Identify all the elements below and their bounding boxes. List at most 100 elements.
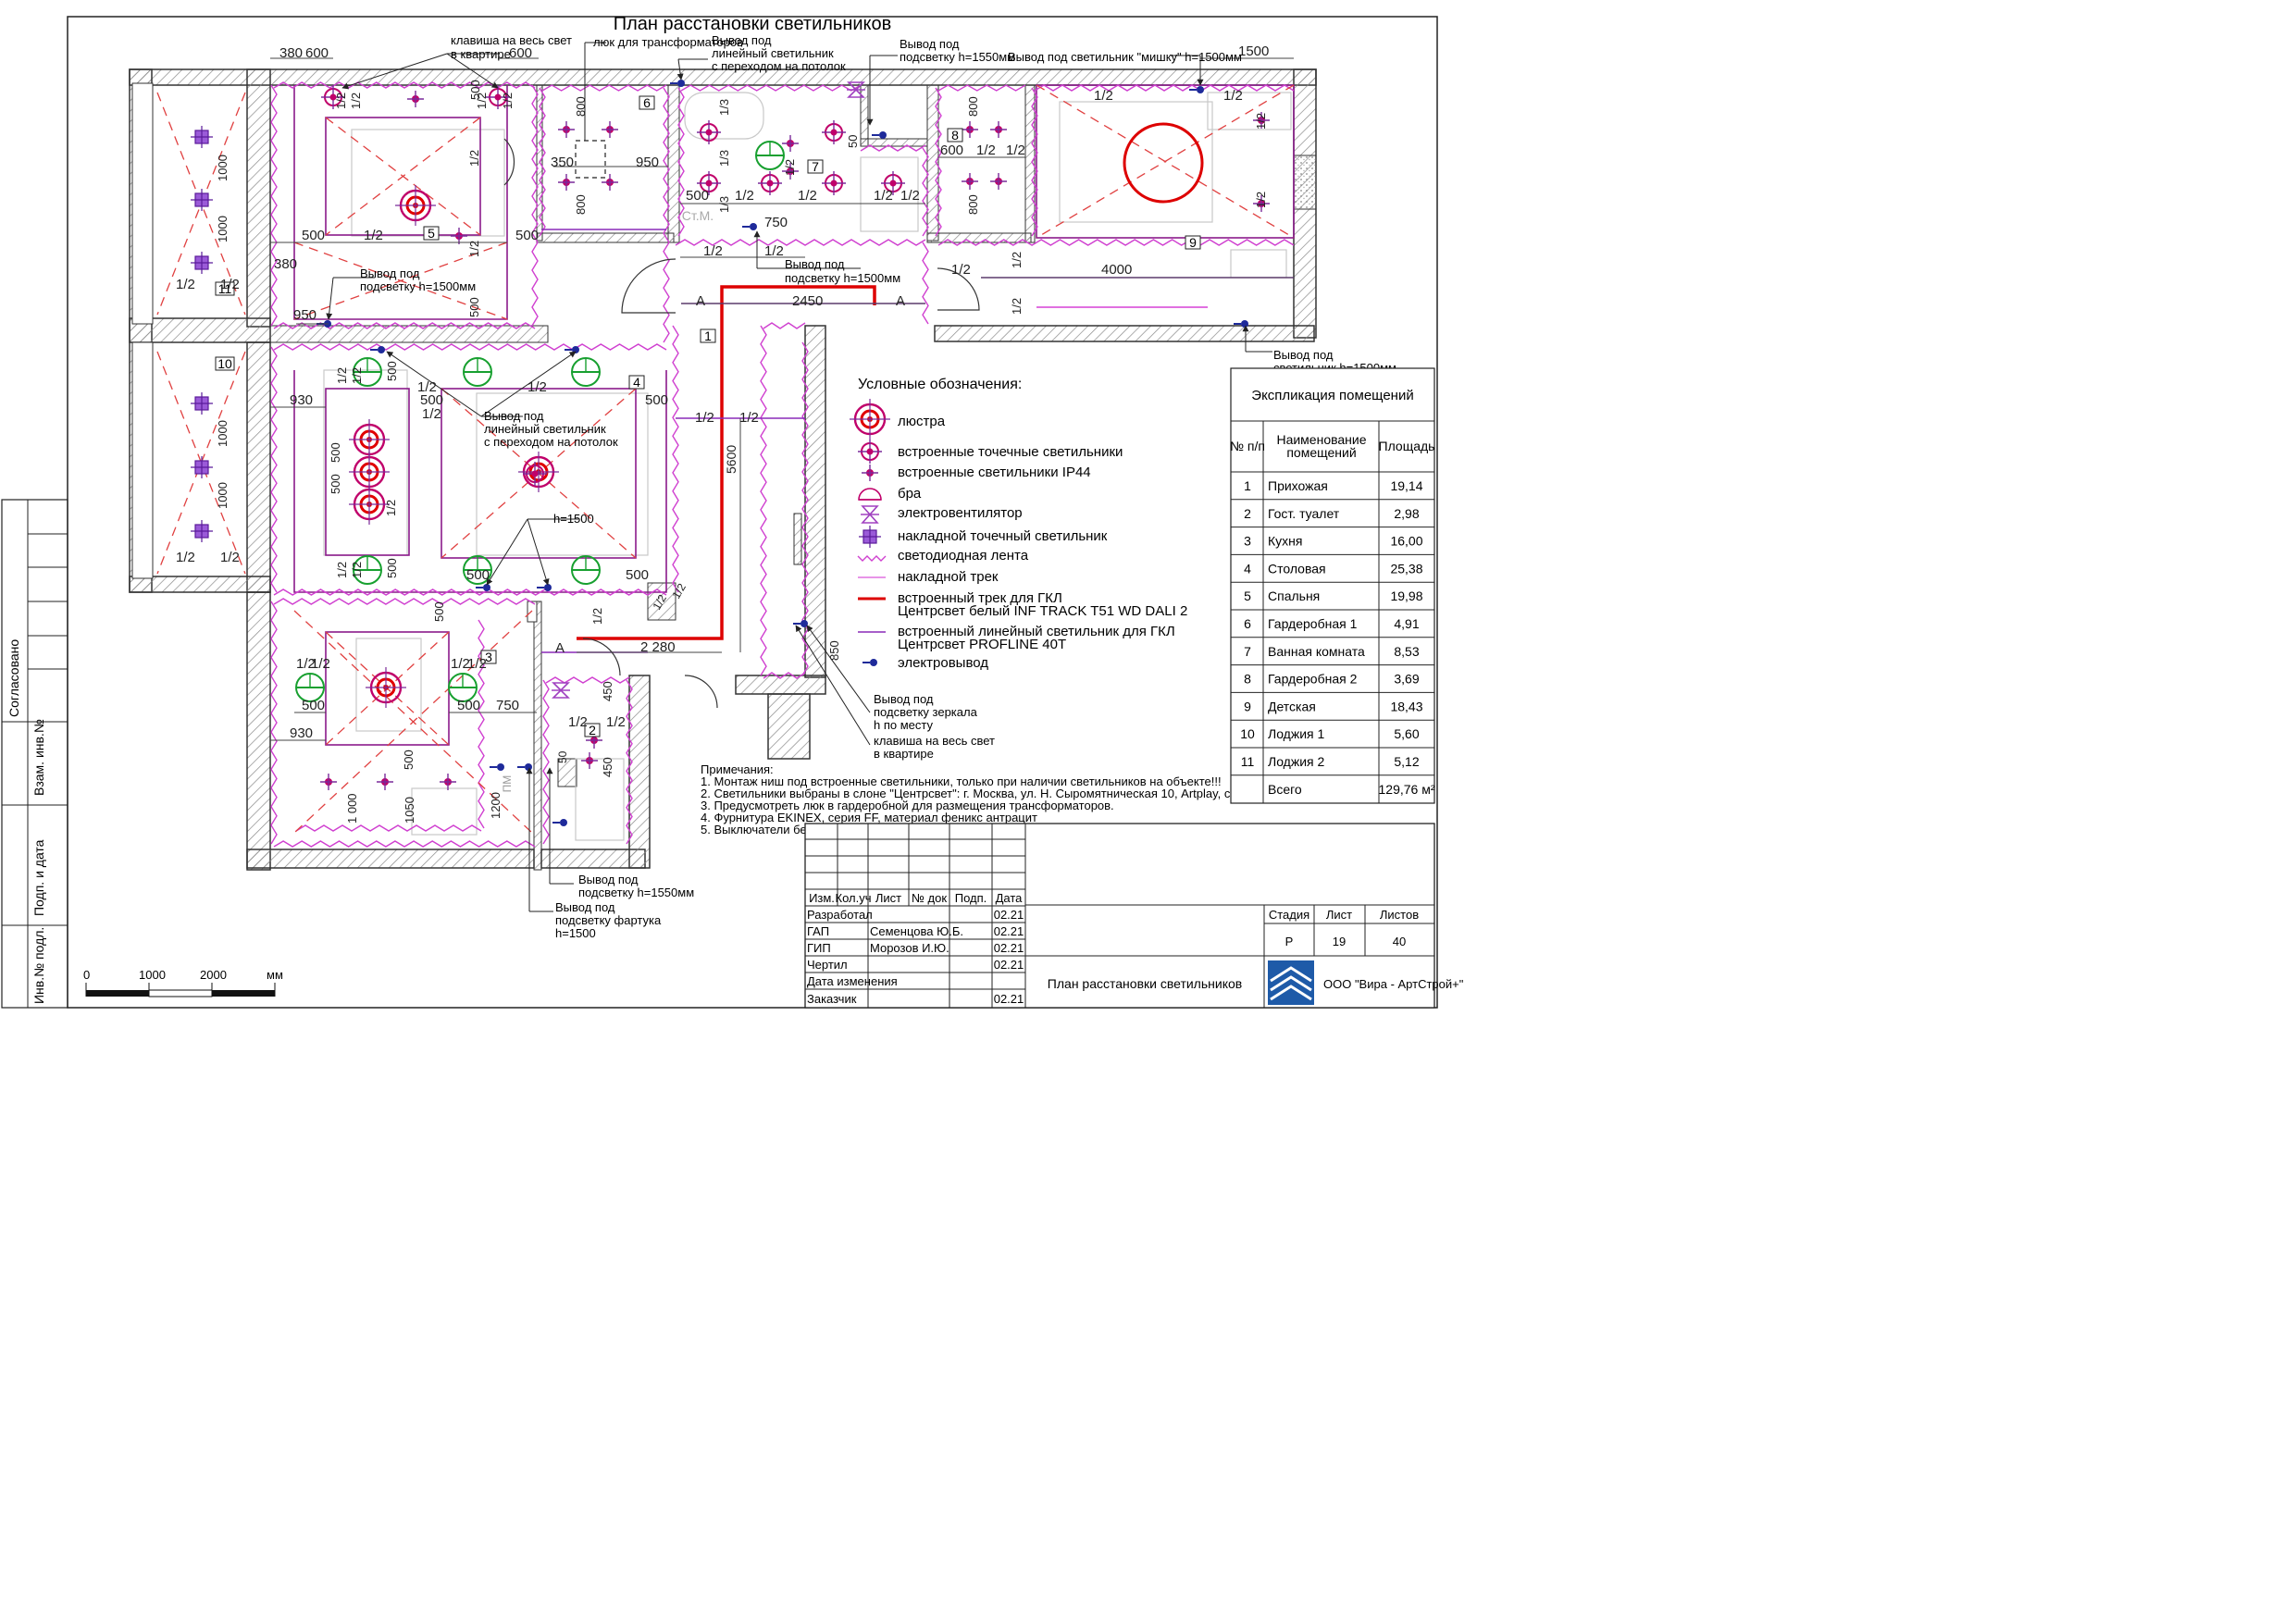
svg-text:1/2: 1/2 [874, 188, 893, 204]
svg-text:750: 750 [496, 698, 519, 713]
svg-text:Площадь: Площадь [1379, 439, 1435, 453]
svg-text:2450: 2450 [792, 293, 823, 309]
led-strip-segment [672, 325, 679, 593]
explication-cell: 6 [1244, 616, 1251, 631]
led-strip-segment [680, 84, 862, 92]
svg-text:02.21: 02.21 [994, 992, 1024, 1006]
svg-text:Дата изменения: Дата изменения [807, 974, 898, 988]
led-strip-segment [273, 840, 536, 848]
svg-text:мм: мм [267, 968, 283, 982]
svg-text:h=1500: h=1500 [553, 512, 594, 526]
recessed-ip44-icon [861, 464, 879, 482]
svg-text:02.21: 02.21 [994, 941, 1024, 955]
svg-text:ГАП: ГАП [807, 924, 829, 938]
led-strip-segment [478, 619, 485, 829]
doors [503, 138, 980, 709]
svg-text:Вывод под: Вывод под [900, 37, 960, 51]
led-strip-segment [626, 679, 633, 845]
svg-text:500: 500 [329, 474, 342, 494]
scale-bar: 0 1000 2000 мм [83, 968, 283, 997]
svg-text:1000: 1000 [216, 482, 230, 509]
led-strip-segment [273, 343, 667, 351]
explication-cell: Прихожая [1268, 478, 1328, 493]
svg-text:Разработал: Разработал [807, 908, 873, 922]
svg-text:1000: 1000 [216, 216, 230, 242]
svg-text:ООО "Вира - АртСтрой+": ООО "Вира - АртСтрой+" [1323, 977, 1464, 991]
ceiling-contours [293, 84, 1295, 746]
svg-text:500: 500 [402, 750, 416, 770]
svg-text:930: 930 [290, 725, 313, 741]
svg-text:500: 500 [468, 80, 482, 100]
svg-text:1/2: 1/2 [220, 277, 240, 292]
svg-text:9: 9 [1189, 235, 1197, 250]
svg-text:Наименование: Наименование [1276, 432, 1366, 447]
dimension-lines [270, 57, 1294, 741]
svg-text:Кол.уч: Кол.уч [836, 891, 872, 905]
explication-cell: Ванная комната [1268, 644, 1365, 659]
explication-cell: 3 [1244, 534, 1251, 549]
svg-text:1/2: 1/2 [527, 379, 547, 395]
svg-text:1/3: 1/3 [717, 99, 731, 116]
svg-text:500: 500 [432, 601, 446, 622]
svg-text:800: 800 [574, 194, 588, 215]
svg-text:1/2: 1/2 [976, 142, 996, 158]
legend-title: Условные обозначения: [858, 377, 1022, 392]
explication-cell: 8 [1244, 672, 1251, 687]
led-strip-segment [675, 239, 926, 246]
svg-text:Дата: Дата [996, 891, 1024, 905]
svg-text:1/2: 1/2 [606, 714, 626, 730]
svg-text:1/3: 1/3 [717, 150, 731, 167]
svg-text:Инв.№ подл.: Инв.№ подл. [31, 927, 46, 1004]
explication-total-label: Всего [1268, 782, 1302, 797]
svg-text:500: 500 [626, 567, 649, 583]
title-block: Изм. Кол.уч Лист № док Подп. Дата Разраб… [804, 823, 1464, 1009]
svg-text:линейный светильник: линейный светильник [484, 422, 606, 436]
led-strip-segment [273, 588, 667, 596]
svg-text:люк для трансформаторов: люк для трансформаторов [593, 35, 743, 49]
svg-text:Чертил: Чертил [807, 958, 848, 972]
led-strip-segment [1034, 84, 1295, 92]
svg-text:Семенцова Ю.Б.: Семенцова Ю.Б. [870, 924, 963, 938]
svg-text:1/2: 1/2 [1254, 192, 1268, 208]
svg-text:подсветку зеркала: подсветку зеркала [874, 705, 978, 719]
svg-text:1 000: 1 000 [345, 793, 359, 824]
svg-text:7: 7 [812, 159, 819, 174]
svg-text:1/2: 1/2 [350, 367, 364, 384]
svg-text:1/2: 1/2 [798, 188, 817, 204]
explication-cell: 5,60 [1394, 726, 1419, 741]
svg-text:1/2: 1/2 [1010, 298, 1024, 315]
svg-text:1/2: 1/2 [176, 277, 195, 292]
svg-text:500: 500 [420, 392, 443, 408]
svg-text:в квартире: в квартире [451, 47, 511, 61]
svg-text:1/2: 1/2 [350, 562, 364, 578]
led-strip-segment [922, 242, 929, 325]
svg-text:ПМ: ПМ [501, 775, 514, 793]
explication-total-value: 129,76 м² [1379, 782, 1435, 797]
led-strip-segment [541, 84, 667, 92]
svg-text:А: А [696, 293, 705, 309]
svg-text:380: 380 [274, 256, 297, 272]
walls [129, 68, 1317, 871]
wc-fan [552, 682, 570, 699]
svg-text:500: 500 [686, 188, 709, 204]
svg-text:19: 19 [1333, 935, 1346, 948]
svg-text:1500: 1500 [1238, 43, 1269, 59]
svg-text:1/2: 1/2 [467, 241, 481, 257]
explication-cell: 4,91 [1394, 616, 1419, 631]
svg-text:1/3: 1/3 [717, 196, 731, 213]
explication-cell: 16,00 [1390, 534, 1422, 549]
svg-text:1/2: 1/2 [1010, 252, 1024, 268]
svg-text:02.21: 02.21 [994, 958, 1024, 972]
svg-text:с переходом на потолок: с переходом на потолок [484, 435, 618, 449]
svg-text:450: 450 [601, 757, 614, 777]
side-stamp: Согласовано Взам. инв.№ Подп. и дата Инв… [1, 499, 68, 1009]
room-tags: 5 6 7 8 9 10 11 1 4 3 2 Ст.М. ПМ [215, 95, 1201, 793]
svg-text:1/2: 1/2 [475, 93, 489, 109]
svg-text:1/2: 1/2 [296, 656, 316, 672]
svg-text:Подп. и дата: Подп. и дата [31, 839, 46, 916]
led-strip-segment [760, 325, 767, 676]
svg-text:1/2: 1/2 [335, 562, 349, 578]
svg-text:бра: бра [898, 486, 922, 502]
led-strip-segment [270, 346, 278, 593]
svg-text:1/2: 1/2 [467, 656, 487, 672]
